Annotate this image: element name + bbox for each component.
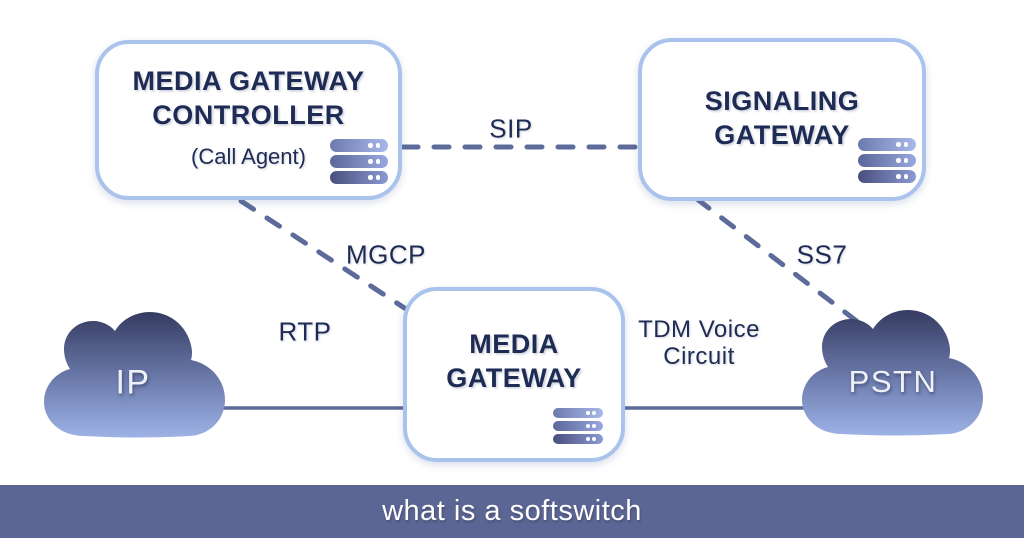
mgc-title-line1: MEDIA GATEWAY bbox=[132, 66, 365, 96]
mgcp-dashed-line bbox=[238, 198, 409, 312]
server-bar bbox=[858, 154, 916, 167]
server-icon bbox=[858, 138, 916, 183]
sg-title: SIGNALING GATEWAY bbox=[642, 42, 922, 152]
ip-cloud-label: IP bbox=[115, 363, 151, 402]
banner-text: what is a softswitch bbox=[382, 495, 642, 527]
pstn-cloud-icon bbox=[802, 310, 983, 436]
ip-cloud-icon bbox=[44, 312, 225, 438]
node-signaling-gateway: SIGNALING GATEWAY bbox=[638, 38, 926, 201]
mgc-title-line2: CONTROLLER bbox=[152, 100, 345, 130]
tdm-label-line2: Circuit bbox=[663, 343, 735, 370]
pstn-cloud-label: PSTN bbox=[848, 364, 938, 399]
mg-title-line2: GATEWAY bbox=[446, 363, 582, 393]
node-media-gateway-controller: MEDIA GATEWAY CONTROLLER (Call Agent) bbox=[95, 40, 402, 200]
node-media-gateway: MEDIA GATEWAY bbox=[403, 287, 625, 462]
server-bar bbox=[330, 155, 388, 168]
mgc-subtitle: (Call Agent) bbox=[191, 144, 306, 169]
sg-title-line1: SIGNALING bbox=[704, 86, 860, 116]
mg-title: MEDIA GATEWAY bbox=[407, 291, 621, 395]
mg-title-line1: MEDIA bbox=[469, 329, 559, 359]
server-bar bbox=[858, 170, 916, 183]
server-icon bbox=[330, 139, 388, 184]
mgc-title: MEDIA GATEWAY CONTROLLER bbox=[99, 44, 398, 132]
title-banner: what is a softswitch bbox=[0, 485, 1024, 538]
server-bar bbox=[553, 421, 603, 431]
server-bar bbox=[330, 171, 388, 184]
ss7-link-label: SS7 bbox=[796, 239, 848, 270]
server-bar bbox=[553, 408, 603, 418]
mgcp-link-label: MGCP bbox=[346, 239, 426, 270]
tdm-link-label: TDM Voice Circuit bbox=[638, 316, 760, 370]
server-icon bbox=[553, 408, 603, 444]
rtp-link-label: RTP bbox=[278, 316, 332, 347]
tdm-label-line1: TDM Voice bbox=[638, 316, 760, 343]
server-bar bbox=[858, 138, 916, 151]
sip-link-label: SIP bbox=[489, 113, 533, 144]
server-bar bbox=[330, 139, 388, 152]
ss7-dashed-line bbox=[694, 196, 870, 332]
server-bar bbox=[553, 434, 603, 444]
sg-title-line2: GATEWAY bbox=[714, 120, 850, 150]
